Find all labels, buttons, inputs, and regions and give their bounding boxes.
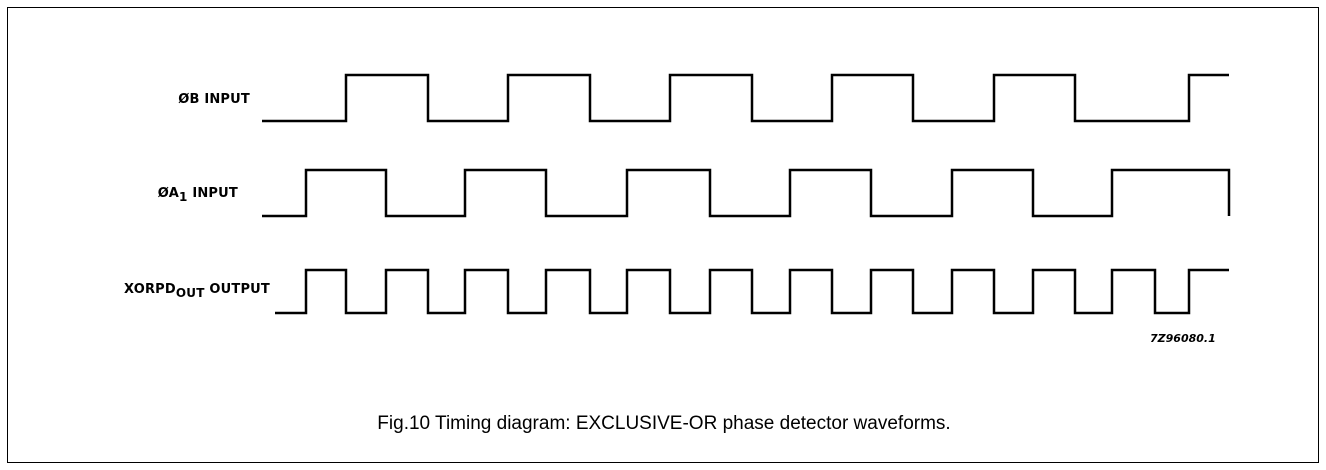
phi-b-waveform <box>262 73 1229 123</box>
figure-frame: Fig.10 Timing diagram: EXCLUSIVE-OR phas… <box>7 7 1319 463</box>
phi-a1-label-sub: 1 <box>179 190 188 204</box>
phi-b-label-text: ØB INPUT <box>178 92 250 107</box>
xorpd-label-post: OUTPUT <box>204 282 270 297</box>
phi-a1-label: ØA1 INPUT <box>100 186 238 204</box>
phi-b-label: ØB INPUT <box>100 92 250 107</box>
xorpd-waveform <box>275 268 1229 315</box>
xorpd-label-sub: OUT <box>175 286 205 300</box>
figure-caption: Fig.10 Timing diagram: EXCLUSIVE-OR phas… <box>377 413 951 434</box>
xorpd-label: XORPDOUT OUTPUT <box>60 282 270 300</box>
figure-code: 7Z96080.1 <box>1150 332 1216 345</box>
phi-a1-label-post: INPUT <box>187 186 238 201</box>
phi-a1-label-pre: ØA <box>157 186 180 201</box>
phi-a1-waveform <box>262 168 1231 218</box>
xorpd-label-pre: XORPD <box>123 282 176 297</box>
